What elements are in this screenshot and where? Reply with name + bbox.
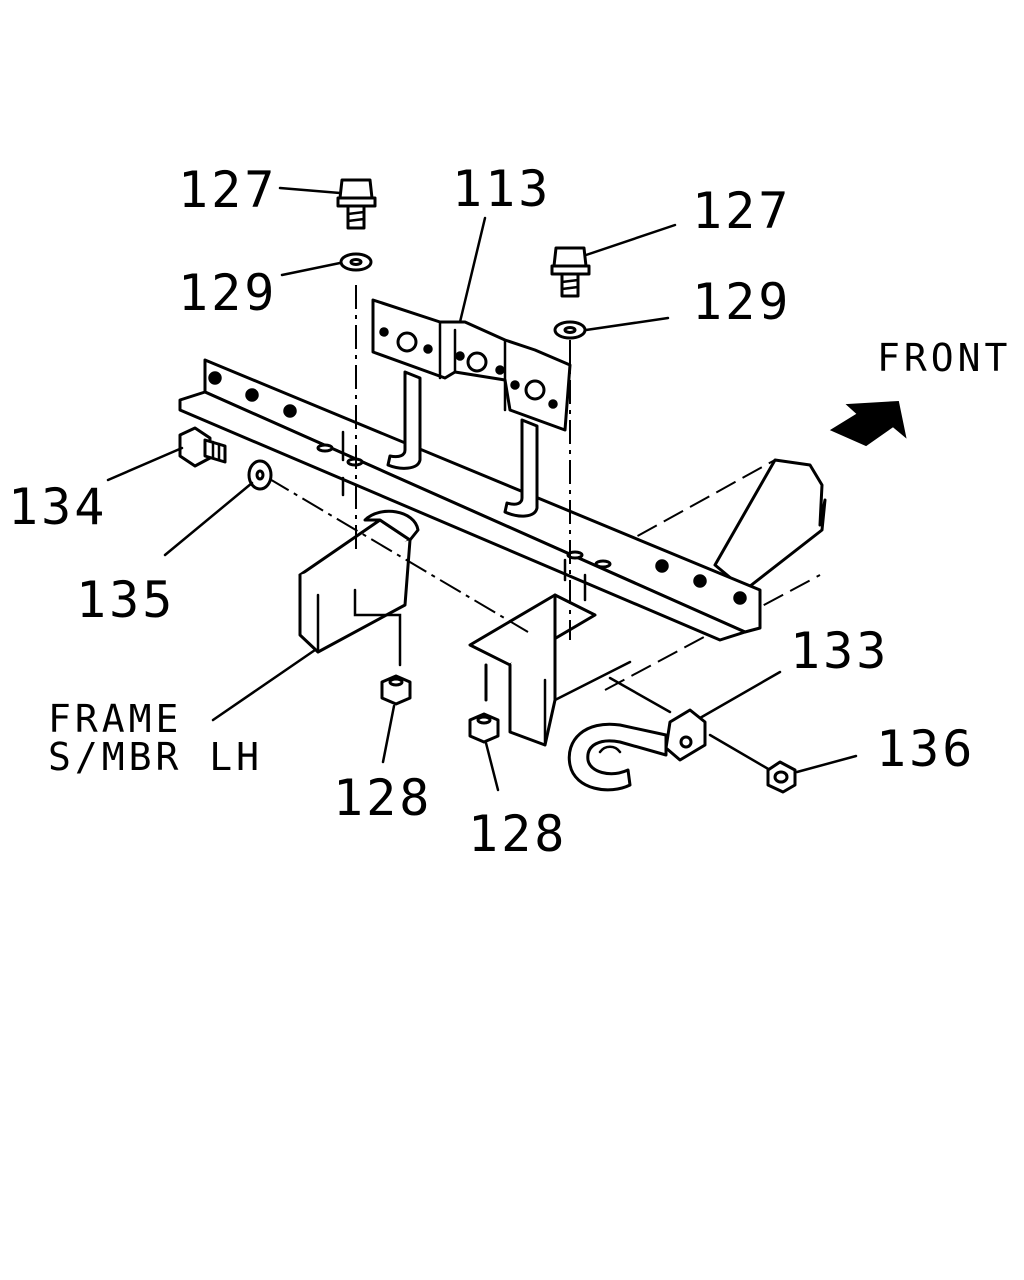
label-133: 133: [790, 622, 889, 680]
label-127-left: 127: [178, 161, 277, 219]
washer-135-hole: [255, 469, 265, 481]
nut-128-right: [468, 712, 500, 744]
washer-129-left-hole: [349, 258, 363, 266]
bolt-127-right: [550, 246, 591, 298]
frame-side-member-lh: [298, 509, 420, 667]
leader-lines: [106, 186, 858, 792]
bracket-113: [371, 298, 572, 518]
label-135: 135: [76, 571, 175, 629]
label-frame: FRAME: [48, 697, 182, 741]
crossmember-angle: [178, 358, 762, 642]
nut-128-left: [380, 674, 412, 706]
label-129-right: 129: [692, 273, 791, 331]
label-113: 113: [452, 160, 551, 218]
tow-hook-133: [567, 676, 772, 792]
label-136: 136: [876, 720, 975, 778]
nut-136: [766, 760, 797, 794]
washer-129-right-hole: [563, 326, 577, 334]
frame-rail: [468, 458, 827, 747]
label-134: 134: [8, 478, 107, 536]
label-127-right: 127: [692, 182, 791, 240]
label-front: FRONT: [877, 336, 1011, 380]
arrow-up-right-icon: [829, 400, 907, 447]
bolt-134: [178, 426, 227, 468]
bolt-127-left: [336, 178, 377, 230]
label-129-left: 129: [178, 264, 277, 322]
label-frame-smbr-lh: S/MBR LH: [48, 735, 263, 779]
label-128-left: 128: [333, 769, 432, 827]
center-lines: [267, 285, 587, 640]
label-128-right: 128: [468, 805, 567, 863]
